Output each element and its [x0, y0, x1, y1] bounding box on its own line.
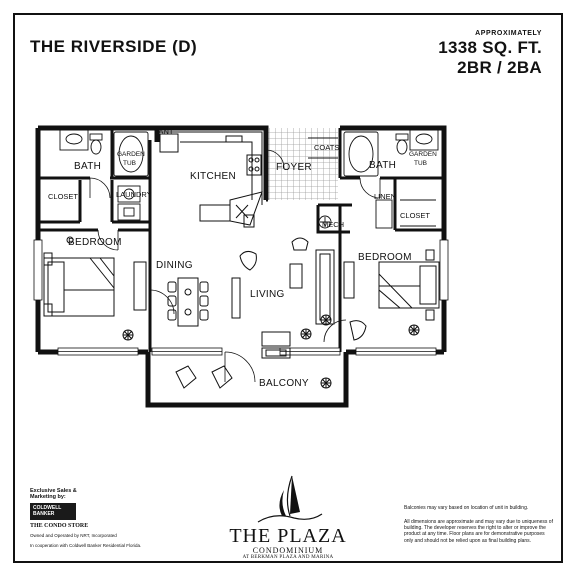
living-console — [261, 347, 291, 359]
left-bedroom-furniture — [43, 236, 147, 341]
garden-tub-right-label-1: GARDEN — [409, 151, 437, 158]
approx-label: APPROXIMATELY — [475, 30, 542, 37]
coats-closet — [308, 137, 338, 159]
beds-baths: 2BR / 2BA — [457, 58, 542, 77]
dining-set — [167, 277, 209, 327]
interior-walls — [38, 128, 444, 352]
dining-label: DINING — [156, 260, 193, 271]
laundry-machines — [117, 185, 141, 221]
foyer-tile-floor — [268, 128, 338, 200]
coats-label: COATS — [314, 143, 339, 152]
windows — [33, 239, 449, 356]
pant-label: PANT — [154, 127, 174, 136]
laundry-label: LAUNDRY — [116, 190, 152, 199]
dimensions-disclaimer: All dimensions are approximate and may v… — [404, 519, 553, 544]
sailboat-logo-icon — [257, 475, 323, 523]
garden-tub-right-label-2: TUB — [414, 160, 427, 167]
coldwell-banker-logo: COLDWELL BANKER — [30, 503, 76, 520]
closet-right-label: CLOSET — [400, 211, 430, 220]
living-label: LIVING — [250, 289, 285, 300]
linen-label: LINEN — [374, 192, 396, 201]
linen-closet — [375, 199, 436, 229]
balcony-label: BALCONY — [259, 378, 309, 389]
balcony-disclaimer: Balconies may vary based on location of … — [404, 505, 529, 511]
exclusive-sales-text: Exclusive Sales & Marketing by: — [30, 488, 77, 500]
right-bedroom-furniture — [343, 249, 440, 341]
closet-left-label: CLOSET — [48, 192, 78, 201]
mech-label: MECH — [322, 220, 344, 229]
square-footage: 1338 SQ. FT. — [438, 38, 542, 57]
bedroom-left-label: BEDROOM — [68, 237, 122, 248]
right-bath-fixtures — [343, 129, 439, 177]
bath-right-label: BATH — [369, 160, 396, 171]
garden-tub-left-label-2: TUB — [123, 160, 136, 167]
brand-name: THE PLAZA — [229, 525, 347, 547]
bath-left-label: BATH — [74, 161, 101, 172]
garden-tub-left-label-1: GARDEN — [117, 151, 145, 158]
brand-location: AT BERKMAN PLAZA AND MARINA — [242, 555, 334, 560]
owned-by-text: Owned and Operated by NRT, Incorporated — [30, 533, 117, 538]
brand-subtitle: CONDOMINIUM — [252, 546, 324, 555]
bedroom-right-label: BEDROOM — [358, 252, 412, 263]
mech-unit — [318, 215, 332, 229]
left-bath-fixtures — [59, 129, 149, 177]
condo-store-text: THE CONDO STORE — [30, 523, 89, 529]
foyer-label: FOYER — [276, 162, 312, 173]
living-furniture — [231, 214, 335, 347]
kitchen-counters — [159, 131, 263, 226]
page-border — [13, 13, 563, 563]
cooperation-text: In cooperation with Coldwell Banker Resi… — [30, 543, 142, 548]
kitchen-label: KITCHEN — [190, 171, 236, 182]
balcony-furniture — [175, 365, 332, 389]
unit-name: THE RIVERSIDE (D) — [30, 37, 198, 56]
